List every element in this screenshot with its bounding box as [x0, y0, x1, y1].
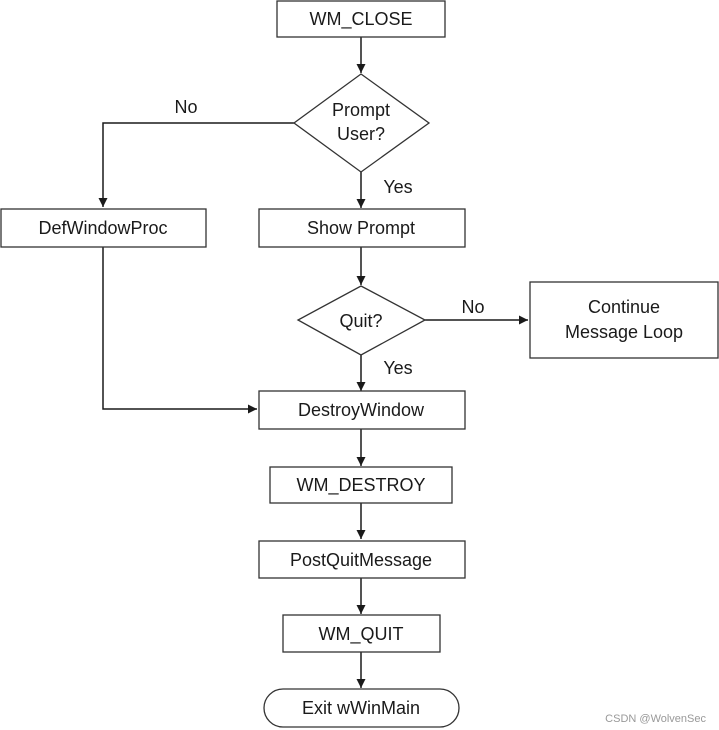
- edge-defwindowproc-to-destroywindow: [102, 247, 257, 414]
- node-show-prompt-label: Show Prompt: [307, 218, 415, 238]
- decision-prompt-user-line1: Prompt: [332, 100, 390, 120]
- decision-prompt-user: Prompt User?: [292, 73, 431, 173]
- decision-quit: Quit?: [296, 285, 427, 356]
- node-defwindowproc-label: DefWindowProc: [38, 218, 167, 238]
- decision-quit-label: Quit?: [339, 311, 382, 331]
- node-wm-destroy: WM_DESTROY: [269, 466, 453, 504]
- terminator-exit-wwinmain: Exit wWinMain: [263, 688, 460, 728]
- node-continue-message-loop: Continue Message Loop: [529, 281, 719, 359]
- node-wm-destroy-label: WM_DESTROY: [296, 475, 425, 496]
- node-destroy-window-label: DestroyWindow: [298, 400, 425, 420]
- edge-prompt-no-to-defwindowproc: [98, 122, 294, 207]
- node-wm-quit: WM_QUIT: [282, 614, 441, 653]
- edge-label-prompt-yes: Yes: [383, 177, 412, 197]
- node-post-quit-message-label: PostQuitMessage: [290, 550, 432, 570]
- watermark: CSDN @WolvenSec: [605, 713, 706, 725]
- edge-label-prompt-no: No: [174, 97, 197, 117]
- node-destroy-window: DestroyWindow: [258, 390, 466, 430]
- node-continue-line1: Continue: [588, 297, 660, 317]
- terminator-exit-wwinmain-label: Exit wWinMain: [302, 698, 420, 718]
- node-post-quit-message: PostQuitMessage: [258, 540, 466, 579]
- node-continue-line2: Message Loop: [565, 322, 683, 342]
- node-wm-close: WM_CLOSE: [276, 0, 446, 38]
- edge-label-quit-no: No: [461, 297, 484, 317]
- connectors: [98, 37, 528, 688]
- node-show-prompt: Show Prompt: [258, 208, 466, 248]
- edge-label-quit-yes: Yes: [383, 358, 412, 378]
- decision-prompt-user-line2: User?: [337, 124, 385, 144]
- node-defwindowproc: DefWindowProc: [0, 208, 207, 248]
- node-wm-quit-label: WM_QUIT: [319, 624, 404, 645]
- node-wm-close-label: WM_CLOSE: [309, 9, 412, 30]
